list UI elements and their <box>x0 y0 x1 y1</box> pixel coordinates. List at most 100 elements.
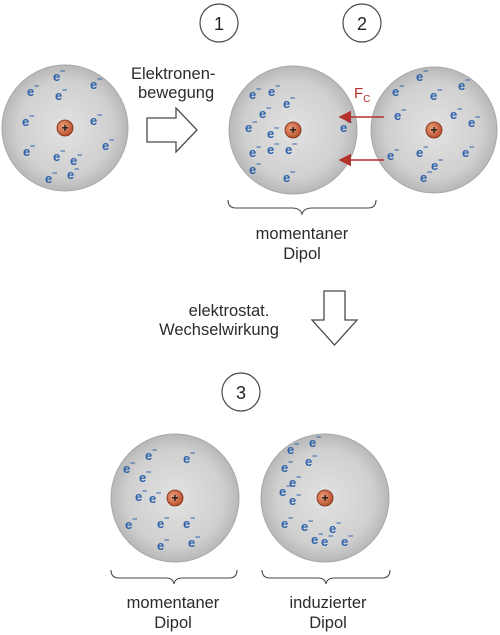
right-process-arrow <box>146 106 198 154</box>
electron: e− <box>321 531 333 549</box>
svg-text:e: e <box>268 84 275 99</box>
electron: e− <box>23 141 35 159</box>
electron: e− <box>416 66 428 84</box>
electron: e− <box>341 531 353 549</box>
momentary-dipole-label-line1: momentaner <box>256 225 349 243</box>
electron: e− <box>188 532 200 550</box>
svg-text:e: e <box>450 107 457 122</box>
electron: e− <box>157 535 169 553</box>
svg-text:−: − <box>266 103 271 113</box>
atom-momentary-dipole-step2: +e−e−e−e−e−e−e−e−e−e−e−e− <box>228 65 358 195</box>
step-1-number: 1 <box>214 14 224 34</box>
electron: e− <box>462 142 474 160</box>
svg-text:e: e <box>430 88 437 103</box>
nucleus: + <box>284 121 302 139</box>
svg-text:e: e <box>387 148 394 163</box>
svg-text:e: e <box>289 493 296 508</box>
svg-text:−: − <box>256 159 261 169</box>
electron: e− <box>283 93 295 111</box>
electron: e− <box>183 513 195 531</box>
svg-text:−: − <box>469 142 474 152</box>
svg-text:e: e <box>321 534 328 549</box>
electron: e− <box>145 445 157 463</box>
electron: e− <box>22 111 34 129</box>
svg-text:e: e <box>188 535 195 550</box>
svg-text:−: − <box>34 81 39 91</box>
svg-text:−: − <box>348 531 353 541</box>
svg-text:e: e <box>283 170 290 185</box>
svg-text:e: e <box>53 149 60 164</box>
electron-motion-label-line2: bewegung <box>138 84 214 102</box>
atom-momentary-dipole-step3: +e−e−e−e−e−e−e−e−e−e−e− <box>110 433 240 563</box>
electron: e− <box>289 472 301 490</box>
electrostatic-label-line1: elektrostat. <box>189 302 270 320</box>
svg-text:−: − <box>292 139 297 149</box>
svg-text:−: − <box>30 141 35 151</box>
svg-text:−: − <box>274 139 279 149</box>
svg-text:e: e <box>123 461 130 476</box>
electron: e− <box>149 488 161 506</box>
svg-text:e: e <box>309 435 316 450</box>
electron: e− <box>267 139 279 157</box>
nucleus: + <box>56 119 74 137</box>
svg-text:e: e <box>468 115 475 130</box>
nucleus: + <box>316 489 334 507</box>
svg-text:−: − <box>290 167 295 177</box>
electron: e− <box>245 117 257 135</box>
svg-text:e: e <box>23 144 30 159</box>
svg-text:e: e <box>462 145 469 160</box>
svg-text:e: e <box>45 171 52 186</box>
svg-text:−: − <box>52 168 57 178</box>
svg-text:−: − <box>109 135 114 145</box>
electron: e− <box>468 112 480 130</box>
electron: e− <box>249 142 261 160</box>
svg-text:−: − <box>130 458 135 468</box>
svg-text:−: − <box>164 513 169 523</box>
electron: e− <box>139 467 151 485</box>
svg-text:e: e <box>305 454 312 469</box>
svg-text:−: − <box>29 111 34 121</box>
electron: e− <box>27 81 39 99</box>
svg-text:−: − <box>190 448 195 458</box>
nucleus-charge-label: + <box>430 123 437 137</box>
svg-text:e: e <box>394 108 401 123</box>
svg-text:−: − <box>256 84 261 94</box>
svg-text:e: e <box>311 532 318 547</box>
electron: e− <box>267 123 279 141</box>
svg-text:e: e <box>102 138 109 153</box>
svg-text:e: e <box>55 88 62 103</box>
svg-text:−: − <box>465 75 470 85</box>
svg-text:−: − <box>275 81 280 91</box>
electron: e− <box>329 518 341 536</box>
electron: e− <box>281 513 293 531</box>
electron: e− <box>53 146 65 164</box>
down-process-arrow <box>310 290 359 346</box>
svg-text:−: − <box>152 445 157 455</box>
electron-motion-label-line1: Elektronen- <box>131 65 215 83</box>
electron: e− <box>259 103 271 121</box>
svg-text:−: − <box>294 439 299 449</box>
momentary-dipole-brace <box>227 199 377 216</box>
electron: e− <box>70 150 82 168</box>
svg-text:−: − <box>312 451 317 461</box>
electron: e− <box>135 486 147 504</box>
electron: e− <box>102 135 114 153</box>
svg-text:−: − <box>60 146 65 156</box>
electron: e− <box>90 74 102 92</box>
svg-text:e: e <box>431 158 438 173</box>
svg-text:−: − <box>475 112 480 122</box>
svg-text:e: e <box>420 170 427 185</box>
electron: e− <box>301 516 313 534</box>
svg-text:−: − <box>132 514 137 524</box>
nucleus-charge-label: + <box>61 121 68 135</box>
electron: e− <box>289 490 301 508</box>
atom-neutral: +e−e−e−e−e−e−e−e−e−e−e−e− <box>1 64 129 192</box>
step-2-number: 2 <box>357 14 367 34</box>
svg-text:−: − <box>328 531 333 541</box>
svg-text:e: e <box>53 69 60 84</box>
svg-text:−: − <box>296 490 301 500</box>
svg-text:e: e <box>289 475 296 490</box>
coulomb-force-label: FC <box>354 85 370 105</box>
svg-text:−: − <box>290 93 295 103</box>
